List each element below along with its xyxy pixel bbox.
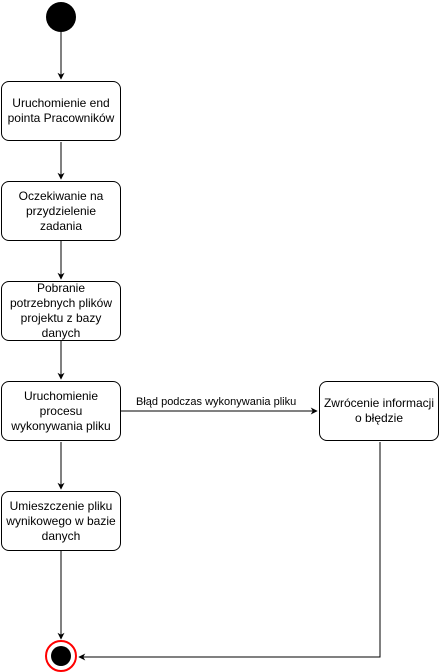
node-store-result: Umieszczenie pliku wynikowego w bazie da… bbox=[1, 491, 121, 551]
node-return-error: Zwrócenie informacji o błędzie bbox=[319, 381, 439, 441]
node-store-result-label: Umieszczenie pliku wynikowego w bazie da… bbox=[6, 498, 116, 543]
edge-error-label: Błąd podczas wykonywania pliku bbox=[135, 396, 298, 409]
node-run-process: Uruchomienie procesu wykonywania pliku bbox=[1, 381, 121, 441]
edge-error-to-final bbox=[78, 442, 381, 661]
initial-node bbox=[46, 2, 76, 32]
node-start-endpoint: Uruchomienie end pointa Pracowników bbox=[1, 81, 121, 141]
node-run-process-label: Uruchomienie procesu wykonywania pliku bbox=[11, 388, 111, 433]
final-node-ring bbox=[45, 640, 77, 672]
node-fetch-files-label: Pobranie potrzebnych plików projektu z b… bbox=[9, 281, 113, 340]
node-fetch-files: Pobranie potrzebnych plików projektu z b… bbox=[1, 281, 121, 341]
final-node-core bbox=[51, 646, 71, 666]
node-return-error-label: Zwrócenie informacji o błędzie bbox=[323, 396, 435, 425]
node-wait-task-label: Oczekiwanie na przydzielenie zadania bbox=[18, 188, 104, 233]
node-start-endpoint-label: Uruchomienie end pointa Pracowników bbox=[7, 96, 115, 125]
node-wait-task: Oczekiwanie na przydzielenie zadania bbox=[1, 181, 121, 241]
